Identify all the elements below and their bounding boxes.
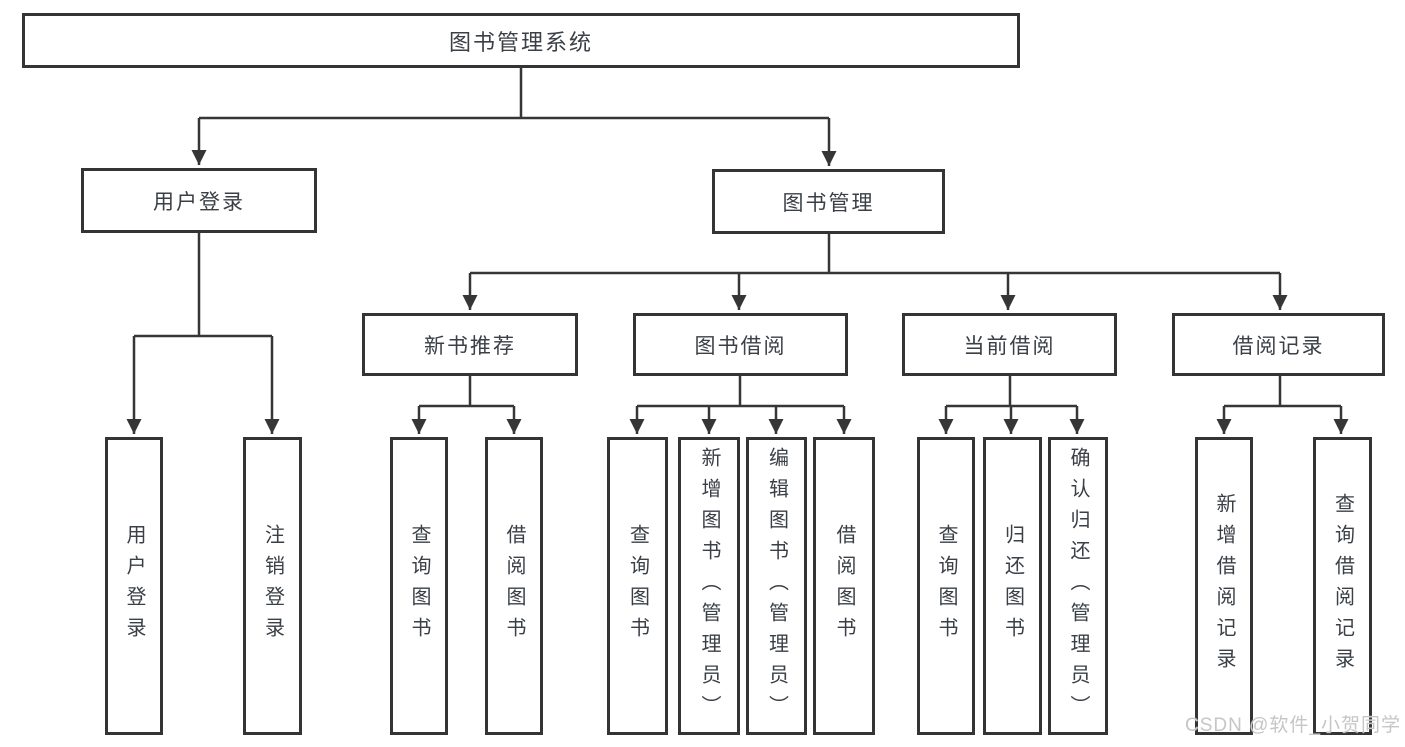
watermark: CSDN @软件_小贺同学 <box>1185 715 1401 736</box>
leaf-current-return: 归还图书 <box>983 437 1042 735</box>
leaf-new-books-query-label: 查询图书 <box>408 524 430 648</box>
node-user-login: 用户登录 <box>81 168 317 233</box>
node-system-root-label: 图书管理系统 <box>448 29 593 55</box>
leaf-records-query-label: 查询借阅记录 <box>1331 493 1354 679</box>
leaf-current-query: 查询图书 <box>917 437 975 735</box>
connector-current-borrow-branch <box>946 376 1077 408</box>
leaf-records-add-label: 新增借阅记录 <box>1213 493 1235 679</box>
leaf-borrow-book: 借阅图书 <box>813 437 875 735</box>
node-book-borrow-label: 图书借阅 <box>694 334 787 358</box>
leaf-records-query: 查询借阅记录 <box>1313 437 1372 735</box>
leaf-current-return-label: 归还图书 <box>1001 524 1024 648</box>
node-book-mgmt: 图书管理 <box>712 169 945 234</box>
connector-book-borrow-branch <box>637 376 844 408</box>
leaf-borrow-book-label: 借阅图书 <box>833 524 855 648</box>
connector-records-branch <box>1224 376 1341 408</box>
leaf-current-query-label: 查询图书 <box>935 524 957 648</box>
node-borrow-records-label: 借阅记录 <box>1232 334 1325 358</box>
node-new-books-label: 新书推荐 <box>424 334 516 358</box>
node-current-borrow: 当前借阅 <box>902 313 1117 376</box>
leaf-records-add: 新增借阅记录 <box>1195 437 1253 735</box>
node-book-borrow: 图书借阅 <box>633 313 848 376</box>
node-new-books: 新书推荐 <box>362 313 578 376</box>
leaf-current-confirm-return: 确认归还（管理员） <box>1048 437 1108 735</box>
leaf-new-books-query: 查询图书 <box>390 437 448 735</box>
connector-mgmt-branch <box>470 234 1280 275</box>
connector-login-branch <box>134 233 272 338</box>
leaf-current-confirm-return-label: 确认归还（管理员） <box>1067 446 1089 726</box>
leaf-borrow-edit-book-label: 编辑图书（管理员） <box>765 446 788 726</box>
leaf-logout-label: 注销登录 <box>261 524 284 648</box>
node-system-root: 图书管理系统 <box>22 13 1020 68</box>
node-borrow-records: 借阅记录 <box>1172 313 1385 376</box>
leaf-borrow-add-book-label: 新增图书（管理员） <box>698 446 720 726</box>
connector-new-books-branch <box>419 376 514 408</box>
leaf-new-books-borrow: 借阅图书 <box>485 437 543 735</box>
node-current-borrow-label: 当前借阅 <box>963 334 1056 358</box>
leaf-borrow-query-label: 查询图书 <box>626 524 649 648</box>
leaf-borrow-edit-book: 编辑图书（管理员） <box>746 437 807 735</box>
leaf-borrow-query: 查询图书 <box>607 437 668 735</box>
leaf-borrow-add-book: 新增图书（管理员） <box>678 437 740 735</box>
leaf-logout: 注销登录 <box>243 437 302 735</box>
connector-root-branch <box>199 68 829 120</box>
node-book-mgmt-label: 图书管理 <box>782 191 875 215</box>
leaf-new-books-borrow-label: 借阅图书 <box>503 524 525 648</box>
leaf-user-login-label: 用户登录 <box>123 524 145 648</box>
node-user-login-label: 用户登录 <box>153 190 245 214</box>
leaf-user-login: 用户登录 <box>105 437 163 735</box>
